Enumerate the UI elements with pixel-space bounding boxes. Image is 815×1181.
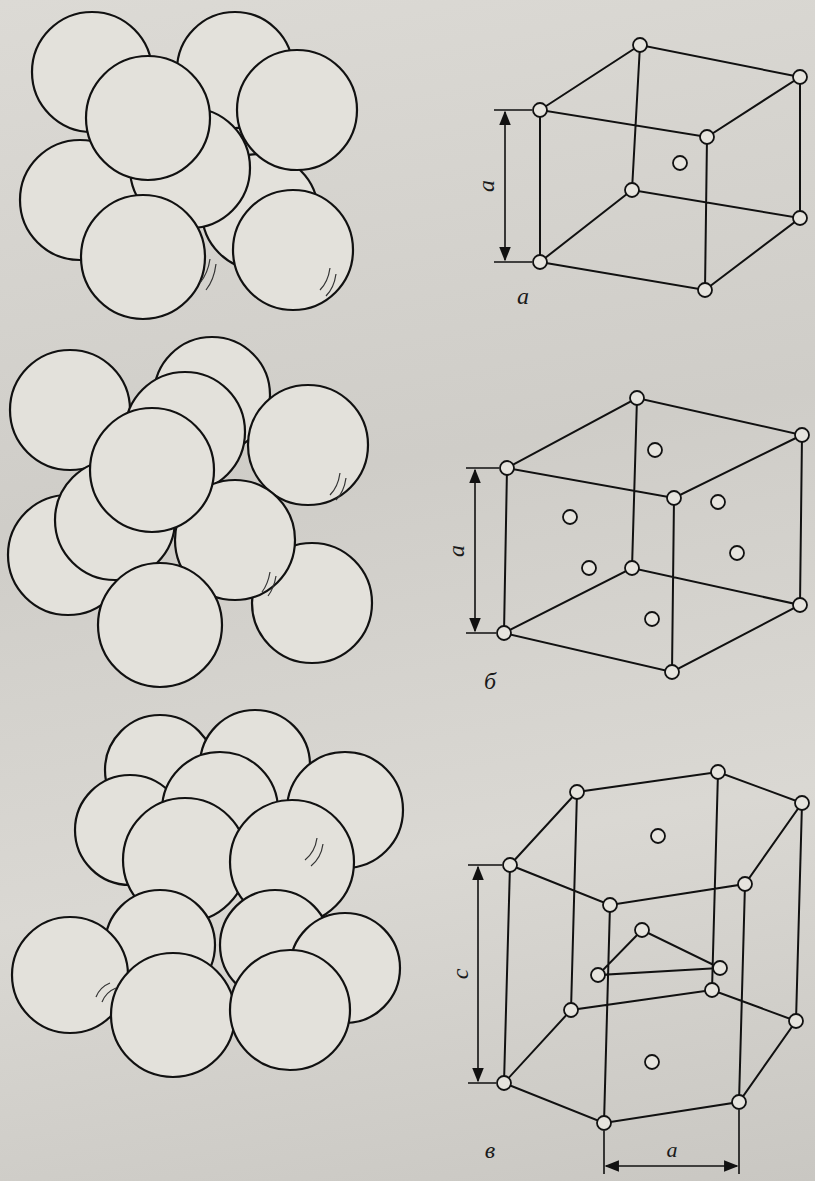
dimension-label: a: [667, 1139, 678, 1161]
atom-or-sphere: [793, 70, 807, 84]
atom-or-sphere: [597, 1116, 611, 1130]
atom-or-sphere: [700, 130, 714, 144]
atom-or-sphere: [98, 563, 222, 687]
atom-or-sphere: [738, 877, 752, 891]
atom-or-sphere: [795, 796, 809, 810]
line-work: [468, 865, 502, 1083]
atom-or-sphere: [651, 829, 665, 843]
atom-or-sphere: [705, 983, 719, 997]
atom-or-sphere: [591, 968, 605, 982]
atom-or-sphere: [635, 923, 649, 937]
atom-or-sphere: [497, 626, 511, 640]
atom-or-sphere: [630, 391, 644, 405]
atom-or-sphere: [711, 495, 725, 509]
line-work: [540, 45, 800, 290]
atom-or-sphere: [713, 961, 727, 975]
atom-or-sphere: [248, 385, 368, 505]
atom-or-sphere: [673, 156, 687, 170]
line-work: [604, 1110, 739, 1174]
sphere-packing: [20, 12, 357, 319]
atom-or-sphere: [648, 443, 662, 457]
atom-or-sphere: [603, 898, 617, 912]
line-work: [606, 1165, 737, 1167]
atom-or-sphere: [582, 561, 596, 575]
atom-or-sphere: [86, 56, 210, 180]
fcc-cell: [466, 391, 809, 679]
atom-or-sphere: [237, 50, 357, 170]
line-work: [504, 112, 506, 260]
panel-letter: а: [517, 284, 529, 308]
line-work: [504, 398, 802, 672]
line-work: [320, 268, 336, 296]
atom-or-sphere: [503, 858, 517, 872]
atom-or-sphere: [500, 461, 514, 475]
line-work: [262, 572, 276, 596]
line-work: [200, 259, 216, 290]
atom-or-sphere: [570, 785, 584, 799]
atom-or-sphere: [625, 561, 639, 575]
line-work: [330, 473, 346, 500]
atom-or-sphere: [563, 510, 577, 524]
line-work: [96, 983, 116, 1002]
atom-or-sphere: [81, 195, 205, 319]
atom-or-sphere: [533, 255, 547, 269]
atom-or-sphere: [230, 950, 350, 1070]
atom-or-sphere: [533, 103, 547, 117]
atom-or-sphere: [732, 1095, 746, 1109]
line-work: [477, 867, 479, 1081]
panel-letter: б: [484, 669, 496, 693]
bcc-cell: [494, 38, 807, 297]
atom-or-sphere: [665, 665, 679, 679]
panel-letter: в: [485, 1138, 495, 1162]
atom-or-sphere: [698, 283, 712, 297]
sphere-packing: [12, 710, 403, 1077]
atom-or-sphere: [795, 428, 809, 442]
line-work: [474, 470, 476, 631]
atom-or-sphere: [730, 546, 744, 560]
dimension-label: c: [448, 969, 472, 980]
atom-or-sphere: [625, 183, 639, 197]
atom-or-sphere: [645, 612, 659, 626]
dimension-label: a: [444, 545, 468, 557]
atom-or-sphere: [564, 1003, 578, 1017]
atom-or-sphere: [497, 1076, 511, 1090]
atom-or-sphere: [793, 598, 807, 612]
hcp-cell: [468, 765, 809, 1174]
line-work: [466, 468, 499, 633]
line-work: [494, 110, 532, 262]
line-work: [504, 772, 802, 1123]
atom-or-sphere: [793, 211, 807, 225]
atom-or-sphere: [711, 765, 725, 779]
sphere-packing: [8, 337, 372, 687]
atom-or-sphere: [667, 491, 681, 505]
atom-or-sphere: [633, 38, 647, 52]
atom-or-sphere: [90, 408, 214, 532]
atom-or-sphere: [789, 1014, 803, 1028]
atom-or-sphere: [111, 953, 235, 1077]
line-work: [305, 838, 323, 866]
atom-or-sphere: [233, 190, 353, 310]
atom-or-sphere: [645, 1055, 659, 1069]
dimension-label: a: [474, 180, 498, 192]
